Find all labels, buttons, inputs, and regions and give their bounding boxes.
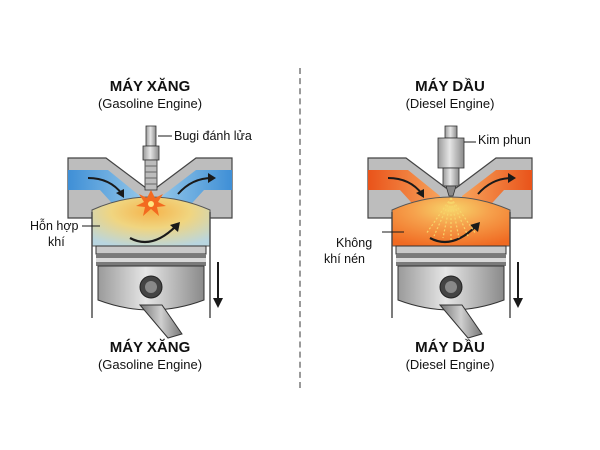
spark-plug-label: Bugi đánh lửa — [174, 129, 252, 143]
spark-plug — [142, 125, 160, 191]
diesel-bottom-title: MÁY DẦU — [415, 339, 485, 356]
fuel-injector — [437, 125, 465, 197]
gasoline-engine-diagram — [67, 125, 233, 339]
gasoline-bottom-subtitle: (Gasoline Engine) — [97, 357, 203, 372]
diesel-engine-panel: MÁY DẦU (Diesel Engine) — [300, 0, 600, 450]
diesel-subtitle: (Diesel Engine) — [405, 96, 495, 111]
connecting-rod — [438, 304, 483, 339]
connecting-rod — [138, 304, 183, 339]
gasoline-subtitle: (Gasoline Engine) — [97, 96, 203, 111]
fuel-spray — [425, 197, 477, 240]
gasoline-bottom-title: MÁY XĂNG — [109, 339, 191, 356]
piston — [395, 245, 507, 311]
diesel-bottom-subtitle: (Diesel Engine) — [405, 357, 495, 372]
mixture-label-line2: khí — [48, 235, 65, 249]
piston — [95, 245, 207, 311]
swirl-arrow — [129, 225, 177, 244]
panel-divider — [299, 68, 301, 388]
swirl-arrow — [429, 225, 477, 244]
mixture-label-line1: Hỗn hợp — [30, 219, 79, 233]
gasoline-engine-panel: MÁY XĂNG (Gasoline Engine) — [30, 78, 252, 372]
diesel-title: MÁY DẦU — [415, 78, 485, 95]
gasoline-title: MÁY XĂNG — [109, 78, 191, 95]
diesel-engine-diagram — [367, 125, 533, 339]
air-label-line2: khí nén — [324, 252, 366, 266]
air-label-line1: Không — [336, 236, 373, 250]
injector-label: Kim phun — [478, 133, 531, 147]
